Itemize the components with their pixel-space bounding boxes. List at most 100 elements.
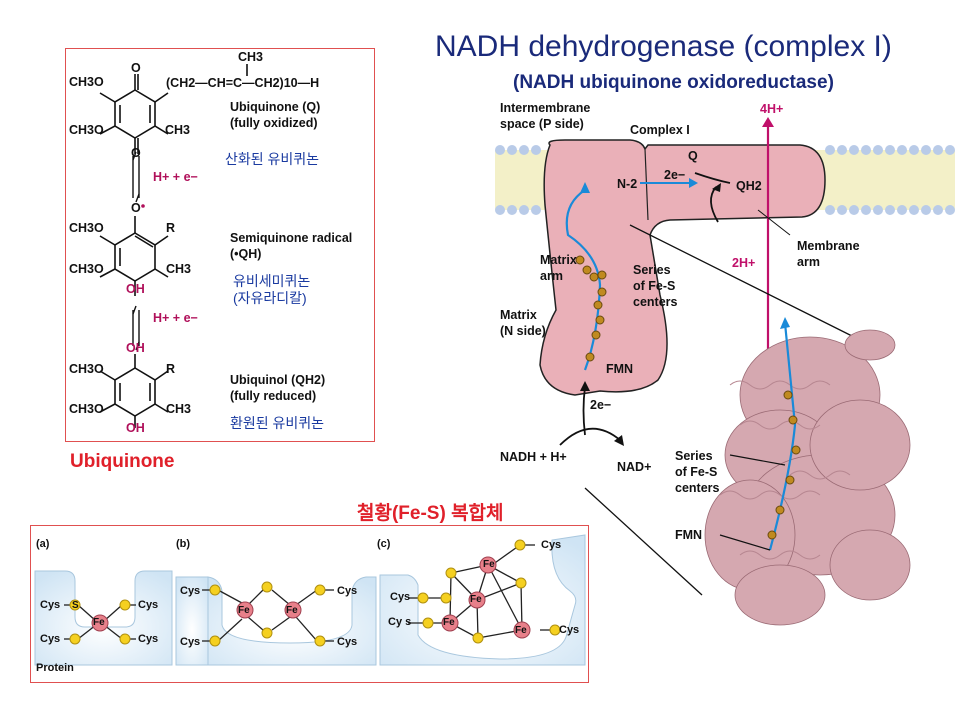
cys-c2: Cy s	[388, 616, 412, 628]
protein-structure	[704, 329, 911, 626]
complex-i-label: Complex I	[630, 123, 690, 137]
panel-b-label: (b)	[176, 538, 191, 550]
cys-b2: Cys	[180, 636, 201, 648]
label-o-top: O	[131, 61, 141, 75]
semiquinone-name: Semiquinone radical	[230, 231, 353, 245]
quinone-ring	[99, 64, 248, 154]
fes-panel	[30, 525, 589, 683]
semiquinone-formula: (•QH)	[230, 247, 262, 261]
cys-b1: Cys	[180, 585, 201, 597]
series-label-3: centers	[633, 295, 678, 309]
label-r-qh2: R	[166, 362, 176, 376]
struct-series-label-3: centers	[675, 481, 720, 495]
four-h-label: 4H+	[760, 102, 784, 116]
label-ch3-qh2: CH3	[166, 402, 192, 416]
isoprenoid-chain: (CH2—CH=C—CH2)10—H	[166, 76, 320, 90]
ubiquinol-korean: 환원된 유비퀴논	[230, 415, 325, 431]
fes-a-atoms	[69, 599, 131, 645]
fe-c4: Fe	[515, 625, 527, 636]
label-o-bottom: O	[131, 146, 141, 160]
semiquinone-ring	[99, 216, 169, 296]
ubiquinone-caption: Ubiquinone	[70, 451, 175, 472]
two-e-top-label: 2e−	[664, 168, 686, 182]
fe-c3: Fe	[443, 617, 455, 628]
chain-top-ch3: CH3	[238, 50, 264, 64]
radical-dot	[141, 204, 145, 208]
cys-a4: Cys	[138, 633, 159, 645]
step-2-label: H+ + e−	[153, 311, 198, 325]
ubiquinol-name: Ubiquinol (QH2)	[230, 373, 326, 387]
label-oh-sq: OH	[126, 282, 145, 296]
fes-c-atoms	[417, 539, 561, 644]
intermembrane-label-1: Intermembrane	[500, 101, 591, 115]
intermembrane-label-2: space (P side)	[500, 117, 584, 131]
nad-label: NAD+	[617, 460, 652, 474]
label-ch3o-5: CH3O	[69, 362, 104, 376]
matrix-arm-label-1: Matrix	[540, 253, 577, 267]
cys-b4: Cys	[337, 636, 358, 648]
fe-c2: Fe	[470, 594, 482, 605]
fmn-label: FMN	[606, 362, 634, 376]
struct-series-label-1: Series	[675, 449, 713, 463]
cys-a3: Cys	[138, 599, 159, 611]
series-label-2: of Fe-S	[633, 279, 676, 293]
semiquinone-korean-1: 유비세미퀴논	[233, 273, 311, 289]
fe-b2: Fe	[286, 605, 298, 616]
ubiquinol-state: (fully reduced)	[230, 389, 317, 403]
label-ch3o-3: CH3O	[69, 221, 104, 235]
fe-b1: Fe	[238, 605, 250, 616]
panel-c-label: (c)	[377, 538, 391, 550]
complex-i-diagram	[495, 117, 955, 626]
membrane-arm-label-1: Membrane	[797, 239, 860, 253]
s-a1: S	[72, 600, 79, 611]
label-r-sq: R	[166, 221, 176, 235]
label-oh-top: OH	[126, 341, 145, 355]
label-o-radical: O	[131, 201, 141, 215]
cys-a1: Cys	[40, 599, 61, 611]
matrix-label-1: Matrix	[500, 308, 537, 322]
fes-b-atoms	[209, 581, 326, 647]
label-ch3o-2: CH3O	[69, 123, 104, 137]
step-1-label: H+ + e−	[153, 170, 198, 184]
label-ch3-q: CH3	[165, 123, 191, 137]
label-oh-bottom: OH	[126, 421, 145, 435]
ubiquinone-panel	[65, 48, 375, 442]
ubiquinone-name: Ubiquinone (Q)	[230, 100, 321, 114]
n2-label: N-2	[617, 177, 638, 191]
fe-c1: Fe	[483, 559, 495, 570]
two-e-bottom-label: 2e−	[590, 398, 612, 412]
protein-label: Protein	[36, 662, 74, 674]
fes-caption: 철황(Fe-S) 복합체	[357, 503, 504, 524]
reaction-arrows	[132, 151, 140, 351]
q-label: Q	[688, 149, 698, 163]
label-ch3-sq: CH3	[166, 262, 192, 276]
cys-c3: Cys	[541, 539, 562, 551]
cys-c1: Cys	[390, 591, 411, 603]
membrane-arm-label-2: arm	[797, 255, 820, 269]
label-ch3o-1: CH3O	[69, 75, 104, 89]
two-h-label: 2H+	[732, 256, 756, 270]
fes-clusters	[34, 534, 586, 666]
matrix-label-2: (N side)	[500, 324, 546, 338]
page-title: NADH dehydrogenase (complex I)	[435, 30, 892, 63]
panel-a-label: (a)	[36, 538, 50, 550]
complex-body	[539, 139, 826, 396]
fe-a: Fe	[93, 617, 105, 628]
qh2-label: QH2	[736, 179, 762, 193]
cys-c4: Cys	[559, 624, 580, 636]
ubiquinone-structures	[99, 64, 248, 428]
ubiquinone-korean: 산화된 유비퀴논	[225, 151, 320, 167]
ubiquinol-ring	[99, 354, 169, 428]
matrix-arm-label-2: arm	[540, 269, 563, 283]
cys-a2: Cys	[40, 633, 61, 645]
struct-fmn-label: FMN	[675, 528, 703, 542]
series-label-1: Series	[633, 263, 671, 277]
label-ch3o-6: CH3O	[69, 402, 104, 416]
nadh-label: NADH + H+	[500, 450, 567, 464]
semiquinone-korean-2: (자유라디칼)	[233, 290, 307, 306]
page-subtitle: (NADH ubiquinone oxidoreductase)	[513, 72, 834, 93]
ubiquinone-state: (fully oxidized)	[230, 116, 318, 130]
struct-series-label-2: of Fe-S	[675, 465, 718, 479]
label-ch3o-4: CH3O	[69, 262, 104, 276]
cys-b3: Cys	[337, 585, 358, 597]
